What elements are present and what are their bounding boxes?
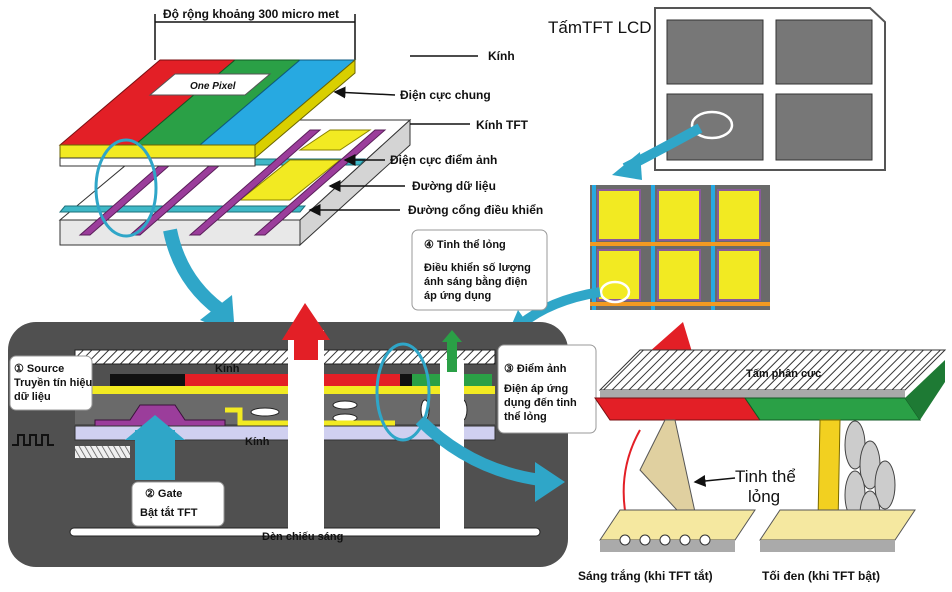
highlight-ellipse-top [94, 138, 158, 238]
pixel-grid-zoom [590, 185, 770, 310]
light-arrow-red [282, 303, 330, 360]
callout-common-electrode: Điện cực chung [400, 88, 491, 102]
callout-data-line: Đường dữ liệu [412, 179, 496, 193]
callout-glass: Kính [488, 49, 515, 63]
highlight-ellipse-section [375, 342, 431, 442]
pixel-desc-line2: dụng đến tinh [504, 397, 577, 409]
caption-white: Sáng trắng (khi TFT tắt) [578, 568, 713, 583]
lc-label-line1: Tinh thể [735, 467, 796, 486]
one-pixel-box [148, 73, 272, 96]
pixel-desc-line3: thể lỏng [504, 411, 547, 423]
callout-gate-line: Đường cổng điều khiển [408, 203, 543, 217]
glass-bottom-label: Kính [245, 436, 270, 448]
arrow-section-to-lc [415, 415, 541, 486]
lc-view: Tấm phân cực Tinh thể lỏng Sáng [578, 322, 947, 583]
tft-panel-title: TấmTFT LCD [548, 18, 652, 37]
backlight-label: Đèn chiếu sáng [262, 531, 343, 543]
glass-top-label: Kính [215, 363, 240, 375]
tft-panel-highlight [690, 110, 734, 140]
width-label: Độ rộng khoảng 300 micro met [163, 7, 339, 21]
gate-line [58, 205, 307, 213]
tft-panel: TấmTFT LCD [548, 7, 886, 171]
source-title: ① Source [14, 363, 64, 375]
gate-desc: Bật tắt TFT [140, 506, 198, 519]
bottom-plate-right [759, 509, 916, 541]
arrow-grid-to-section [516, 287, 601, 329]
gate-title: ② Gate [145, 488, 182, 500]
callout-tft-glass: Kính TFT [476, 118, 529, 132]
light-arrow-green [442, 330, 462, 372]
one-pixel-label: One Pixel [190, 81, 236, 92]
lc-desc-line3: áp ứng dụng [424, 290, 491, 302]
cross-section: Kính Kính Đèn chiếu sáng [8, 229, 597, 567]
polarizer-label: Tấm phân cực [746, 368, 821, 380]
exploded-stack: Độ rộng khoảng 300 micro met One Pixel K… [58, 7, 543, 247]
lc-desc-line1: Điều khiển số lượng [424, 262, 531, 274]
lc-title: ④ Tinh thể lỏng [424, 239, 506, 251]
caption-black: Tối đen (khi TFT bật) [762, 569, 880, 583]
pixel-desc-line1: Điện áp ứng [504, 383, 568, 395]
signal-waveform [12, 434, 54, 446]
lc-desc-line2: ánh sáng bằng điện [424, 275, 528, 288]
arrow-stack-to-section [163, 228, 225, 316]
lc-label-line2: lỏng [748, 487, 780, 506]
pixel-title: ③ Điểm ảnh [504, 363, 567, 375]
source-desc-line2: dữ liệu [14, 391, 51, 403]
source-desc-line1: Truyền tín hiệu [14, 377, 92, 389]
callout-pixel-electrode: Điện cực điểm ảnh [390, 153, 497, 167]
